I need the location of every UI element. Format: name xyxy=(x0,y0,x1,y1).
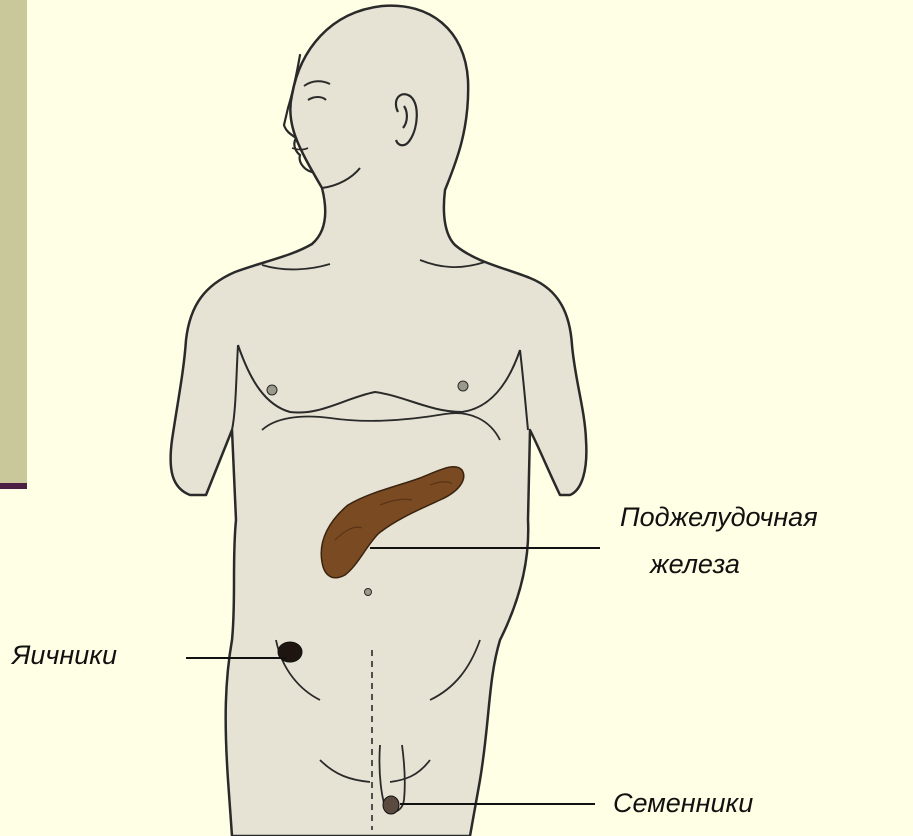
pancreas-label: Поджелудочная xyxy=(620,504,818,531)
ovaries-label: Яичники xyxy=(12,642,117,669)
nipple-left xyxy=(267,385,277,395)
navel xyxy=(365,589,372,596)
testes-label: Семенники xyxy=(613,790,753,817)
nipple-right xyxy=(458,381,468,391)
testis-organ xyxy=(383,796,399,814)
pancreas-label-line2: железа xyxy=(650,551,740,578)
